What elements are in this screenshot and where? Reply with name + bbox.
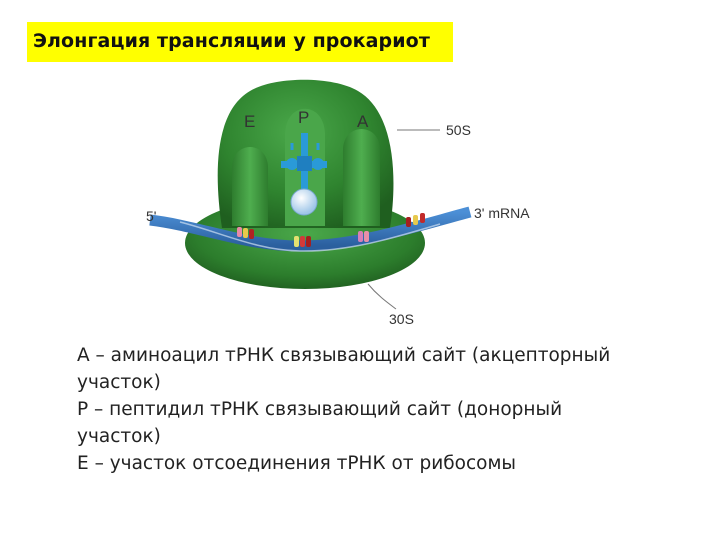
e-site-slot: [232, 147, 268, 226]
label-5-prime: 5': [146, 208, 156, 224]
label-3-prime-mrna: 3' mRNA: [474, 205, 530, 221]
site-p-label: P: [298, 108, 309, 127]
30s-leader-line: [368, 284, 396, 309]
legend-a-site-cont: участок): [77, 369, 697, 396]
legend-e-site: Е – участок отсоединения тРНК от рибосом…: [77, 450, 697, 477]
site-legend: А – аминоацил тРНК связывающий сайт (акц…: [77, 342, 697, 477]
a-site-slot: [343, 129, 380, 226]
legend-p-site-cont: участок): [77, 423, 697, 450]
legend-a-site: А – аминоацил тРНК связывающий сайт (акц…: [77, 342, 697, 369]
site-e-label: E: [244, 112, 255, 131]
label-50s: 50S: [446, 122, 471, 138]
label-30s: 30S: [389, 311, 414, 327]
legend-p-site: Р – пептидил тРНК связывающий сайт (доно…: [77, 396, 697, 423]
ribosome-diagram: E P A 50S 5' 3' mRNA 30S: [0, 0, 720, 340]
site-a-label: A: [357, 112, 369, 131]
peptidyl-trna-ball: [291, 189, 317, 215]
